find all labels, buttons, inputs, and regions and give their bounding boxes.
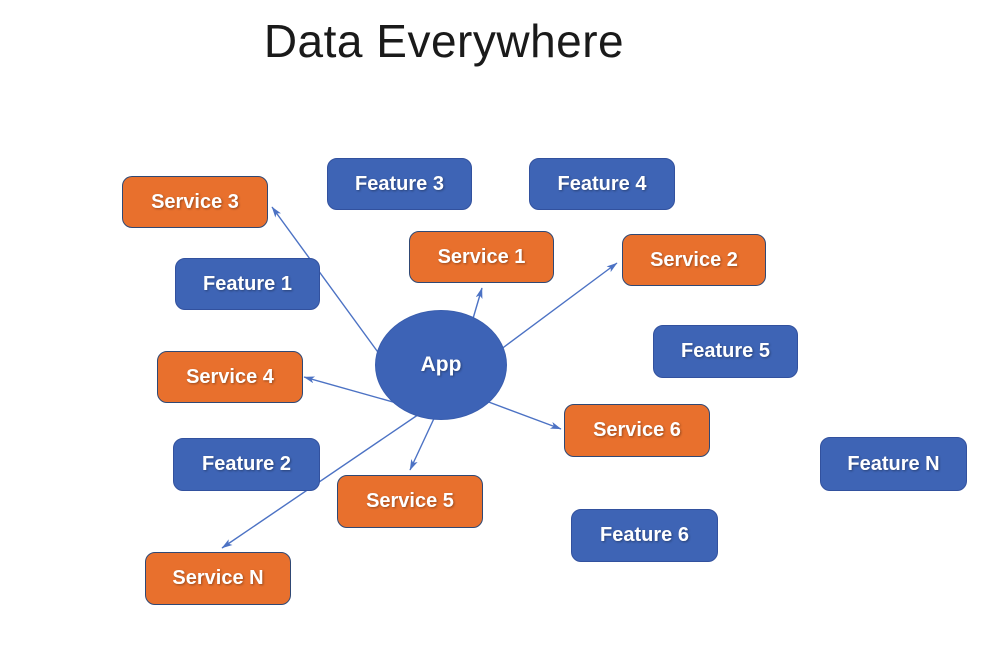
node-feature-2-label: Feature 2: [202, 453, 291, 475]
node-feature-4: Feature 4: [529, 158, 675, 210]
node-service-n-label: Service N: [172, 567, 264, 589]
arrow-app-to-service-4: [303, 376, 401, 405]
arrow-app-to-service-2: [499, 262, 618, 351]
node-service-n: Service N: [145, 552, 291, 605]
node-service-1-label: Service 1: [437, 245, 526, 268]
node-service-4: Service 4: [157, 351, 303, 403]
node-feature-n-label: Feature N: [847, 452, 940, 475]
node-feature-2: Feature 2: [173, 438, 320, 491]
arrow-app-to-service-3: [271, 206, 381, 356]
node-service-3: Service 3: [122, 176, 268, 228]
node-service-1: Service 1: [409, 231, 554, 283]
node-feature-5: Feature 5: [653, 325, 798, 378]
arrow-app-to-service-n: [221, 407, 429, 549]
node-service-4-label: Service 4: [186, 365, 274, 388]
node-feature-1-label: Feature 1: [203, 272, 292, 295]
node-service-6: Service 6: [564, 404, 710, 457]
node-feature-3-label: Feature 3: [355, 172, 444, 195]
node-feature-1: Feature 1: [175, 258, 320, 310]
node-service-2-label: Service 2: [650, 248, 738, 271]
arrow-app-to-service-6: [477, 397, 562, 430]
node-feature-6-label: Feature 6: [600, 524, 689, 546]
node-service-3-label: Service 3: [151, 190, 239, 213]
node-feature-6: Feature 6: [571, 509, 718, 562]
slide-title: Data Everywhere: [263, 15, 625, 67]
node-service-6-label: Service 6: [593, 419, 681, 441]
arrow-app-to-service-5: [409, 411, 438, 471]
node-service-5: Service 5: [337, 475, 483, 528]
node-app-label: App: [420, 353, 462, 376]
node-service-5-label: Service 5: [366, 490, 454, 512]
node-service-2: Service 2: [622, 234, 766, 286]
node-feature-4-label: Feature 4: [557, 172, 647, 195]
node-feature-5-label: Feature 5: [681, 340, 770, 362]
node-app: App: [375, 310, 507, 420]
node-feature-n: Feature N: [820, 437, 967, 491]
node-feature-3: Feature 3: [327, 158, 472, 210]
